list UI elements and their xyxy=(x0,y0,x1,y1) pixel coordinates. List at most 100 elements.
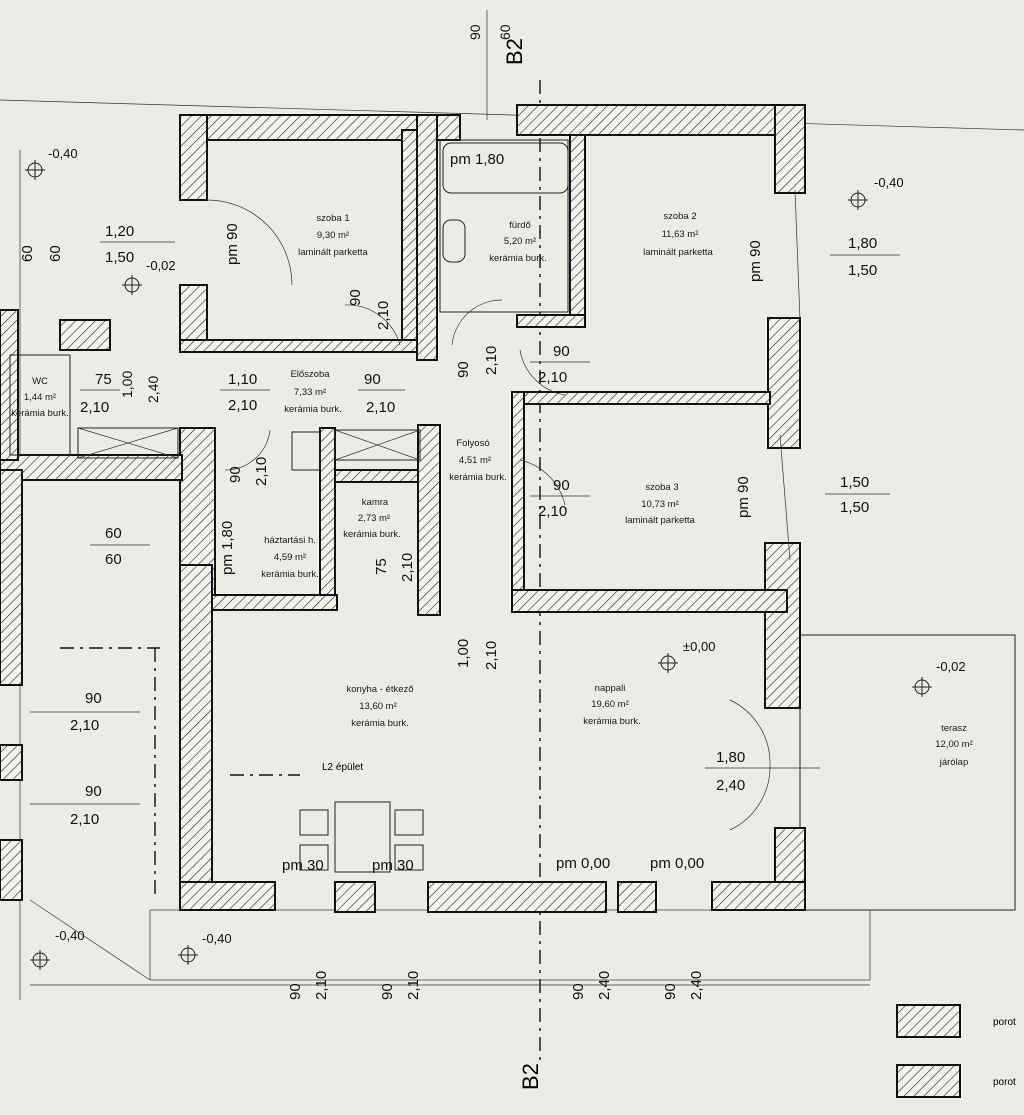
dim-pm30-a: pm 30 xyxy=(282,857,324,874)
dim-210-f: 2,10 xyxy=(80,399,109,416)
dim-90-a: 90 xyxy=(347,289,364,306)
room-furdo-name: fürdő xyxy=(509,220,531,231)
section-dim-90: 90 xyxy=(467,24,483,40)
room-labels: szoba 1 9,30 m² laminált parketta fürdő … xyxy=(11,211,973,773)
bottom-dim: 2,40 xyxy=(688,971,705,1000)
bottom-dims: 90 2,10 90 2,10 90 2,40 90 2,40 xyxy=(150,971,870,1000)
dim-90-b: 90 xyxy=(455,361,472,378)
bottom-dim: 90 xyxy=(570,983,587,1000)
level-nappali: ±0,00 xyxy=(683,639,715,654)
inner-lines xyxy=(9,139,801,986)
bottom-dim: 90 xyxy=(662,983,679,1000)
dim-210-i: 2,10 xyxy=(399,553,416,582)
dim-180: 1,80 xyxy=(848,235,877,252)
dim-210-j: 2,10 xyxy=(483,641,500,670)
room-haztartasi-name: háztartási h. xyxy=(264,535,316,546)
room-folyoso-area: 4,51 m² xyxy=(459,455,491,466)
dim-210-a: 2,10 xyxy=(375,301,392,330)
level-marker-icon xyxy=(25,160,45,180)
level-nw: -0,40 xyxy=(48,146,78,161)
bathtub xyxy=(442,142,569,194)
dim-60-d: 60 xyxy=(105,551,122,568)
dim-pm90-b: pm 90 xyxy=(747,240,764,282)
dim-pm90-c: pm 90 xyxy=(735,476,752,518)
room-konyha-floor: kerámia burk. xyxy=(351,718,409,729)
walls xyxy=(0,104,806,913)
room-eloszoba-floor: kerámia burk. xyxy=(284,404,342,415)
dim-210-g: 2,10 xyxy=(253,457,270,486)
terrace-outline xyxy=(799,634,1016,911)
dim-pm180: pm 1,80 xyxy=(450,151,504,168)
washbasin xyxy=(442,219,466,263)
dim-150: 1,50 xyxy=(105,249,134,266)
room-szoba3-floor: laminált parketta xyxy=(625,515,695,526)
dim-pm0-b: pm 0,00 xyxy=(650,855,704,872)
room-furdo-floor: kerámia burk. xyxy=(489,253,547,264)
room-haztartasi-area: 4,59 m² xyxy=(274,552,306,563)
room-wc-area: 1,44 m² xyxy=(24,392,56,403)
dim-110: 1,10 xyxy=(228,371,257,388)
level-s: -0,40 xyxy=(202,931,232,946)
dim-75-b: 75 xyxy=(373,558,390,575)
dim-pm90-a: pm 90 xyxy=(224,223,241,265)
dim-pm0-a: pm 0,00 xyxy=(556,855,610,872)
room-nappali-name: nappali xyxy=(595,683,626,694)
level-markers: -0,40 -0,40 -0,02 -0,40 ±0,00 -0,02 -0,4… xyxy=(25,146,966,970)
room-szoba3-name: szoba 3 xyxy=(645,482,678,493)
dim-pm30-b: pm 30 xyxy=(372,857,414,874)
building-label: L2 épület xyxy=(322,762,363,773)
dim-90-f: 90 xyxy=(553,477,570,494)
dim-100: 1,00 xyxy=(119,371,135,398)
dim-90-e: 90 xyxy=(227,466,244,483)
dim-210-h: 2,10 xyxy=(538,503,567,520)
dim-60-c: 60 xyxy=(105,525,122,542)
legend: porot porot xyxy=(896,1004,1016,1098)
dim-210-c: 2,10 xyxy=(538,369,567,386)
section-bottom-label: B2 xyxy=(518,1063,543,1090)
dim-90-d: 90 xyxy=(364,371,381,388)
bottom-dim: 90 xyxy=(379,983,396,1000)
dim-90-h: 90 xyxy=(85,783,102,800)
legend-label: porot xyxy=(993,1017,1016,1028)
dim-210-l: 2,10 xyxy=(70,811,99,828)
dim-150-d: 1,50 xyxy=(840,499,869,516)
room-szoba2-area: 11,63 m² xyxy=(662,229,699,240)
level-marker-icon xyxy=(658,653,678,673)
room-szoba1-name: szoba 1 xyxy=(316,213,349,224)
level-sw: -0,40 xyxy=(55,928,85,943)
level-marker-icon xyxy=(178,945,198,965)
dim-75: 75 xyxy=(95,371,112,388)
level-marker-icon xyxy=(912,677,932,697)
dining-table xyxy=(334,801,391,873)
room-wc-floor: kerámia burk. xyxy=(11,408,69,419)
room-furdo-area: 5,20 m² xyxy=(504,236,536,247)
legend-swatch xyxy=(896,1004,961,1038)
room-kamra-floor: kerámia burk. xyxy=(343,529,401,540)
level-ne: -0,40 xyxy=(874,175,904,190)
room-kamra-name: kamra xyxy=(362,497,389,508)
room-kamra-area: 2,73 m² xyxy=(358,513,390,524)
dim-240-b: 2,40 xyxy=(716,777,745,794)
room-nappali-area: 19,60 m² xyxy=(591,699,629,710)
room-terasz-name: terasz xyxy=(941,723,967,734)
room-szoba1-floor: laminált parketta xyxy=(298,247,368,258)
room-wc-name: WC xyxy=(32,376,48,387)
level-marker-icon xyxy=(848,190,868,210)
dim-150-c: 1,50 xyxy=(840,474,869,491)
section-dim-60: 60 xyxy=(497,24,513,40)
level-marker-icon xyxy=(122,275,142,295)
dim-90-g: 90 xyxy=(85,690,102,707)
dim-210-k: 2,10 xyxy=(70,717,99,734)
dim-210-d: 2,10 xyxy=(228,397,257,414)
bottom-dim: 90 xyxy=(287,983,304,1000)
room-folyoso-floor: kerámia burk. xyxy=(449,472,507,483)
room-nappali-floor: kerámia burk. xyxy=(583,716,641,727)
room-terasz-area: 12,00 m² xyxy=(935,739,973,750)
room-szoba2-floor: laminált parketta xyxy=(643,247,713,258)
dim-240: 2,40 xyxy=(145,376,161,403)
dim-60-a: 60 xyxy=(19,245,36,262)
room-konyha-name: konyha - étkező xyxy=(346,684,413,695)
dim-60-b: 60 xyxy=(47,245,64,262)
dim-90-c: 90 xyxy=(553,343,570,360)
